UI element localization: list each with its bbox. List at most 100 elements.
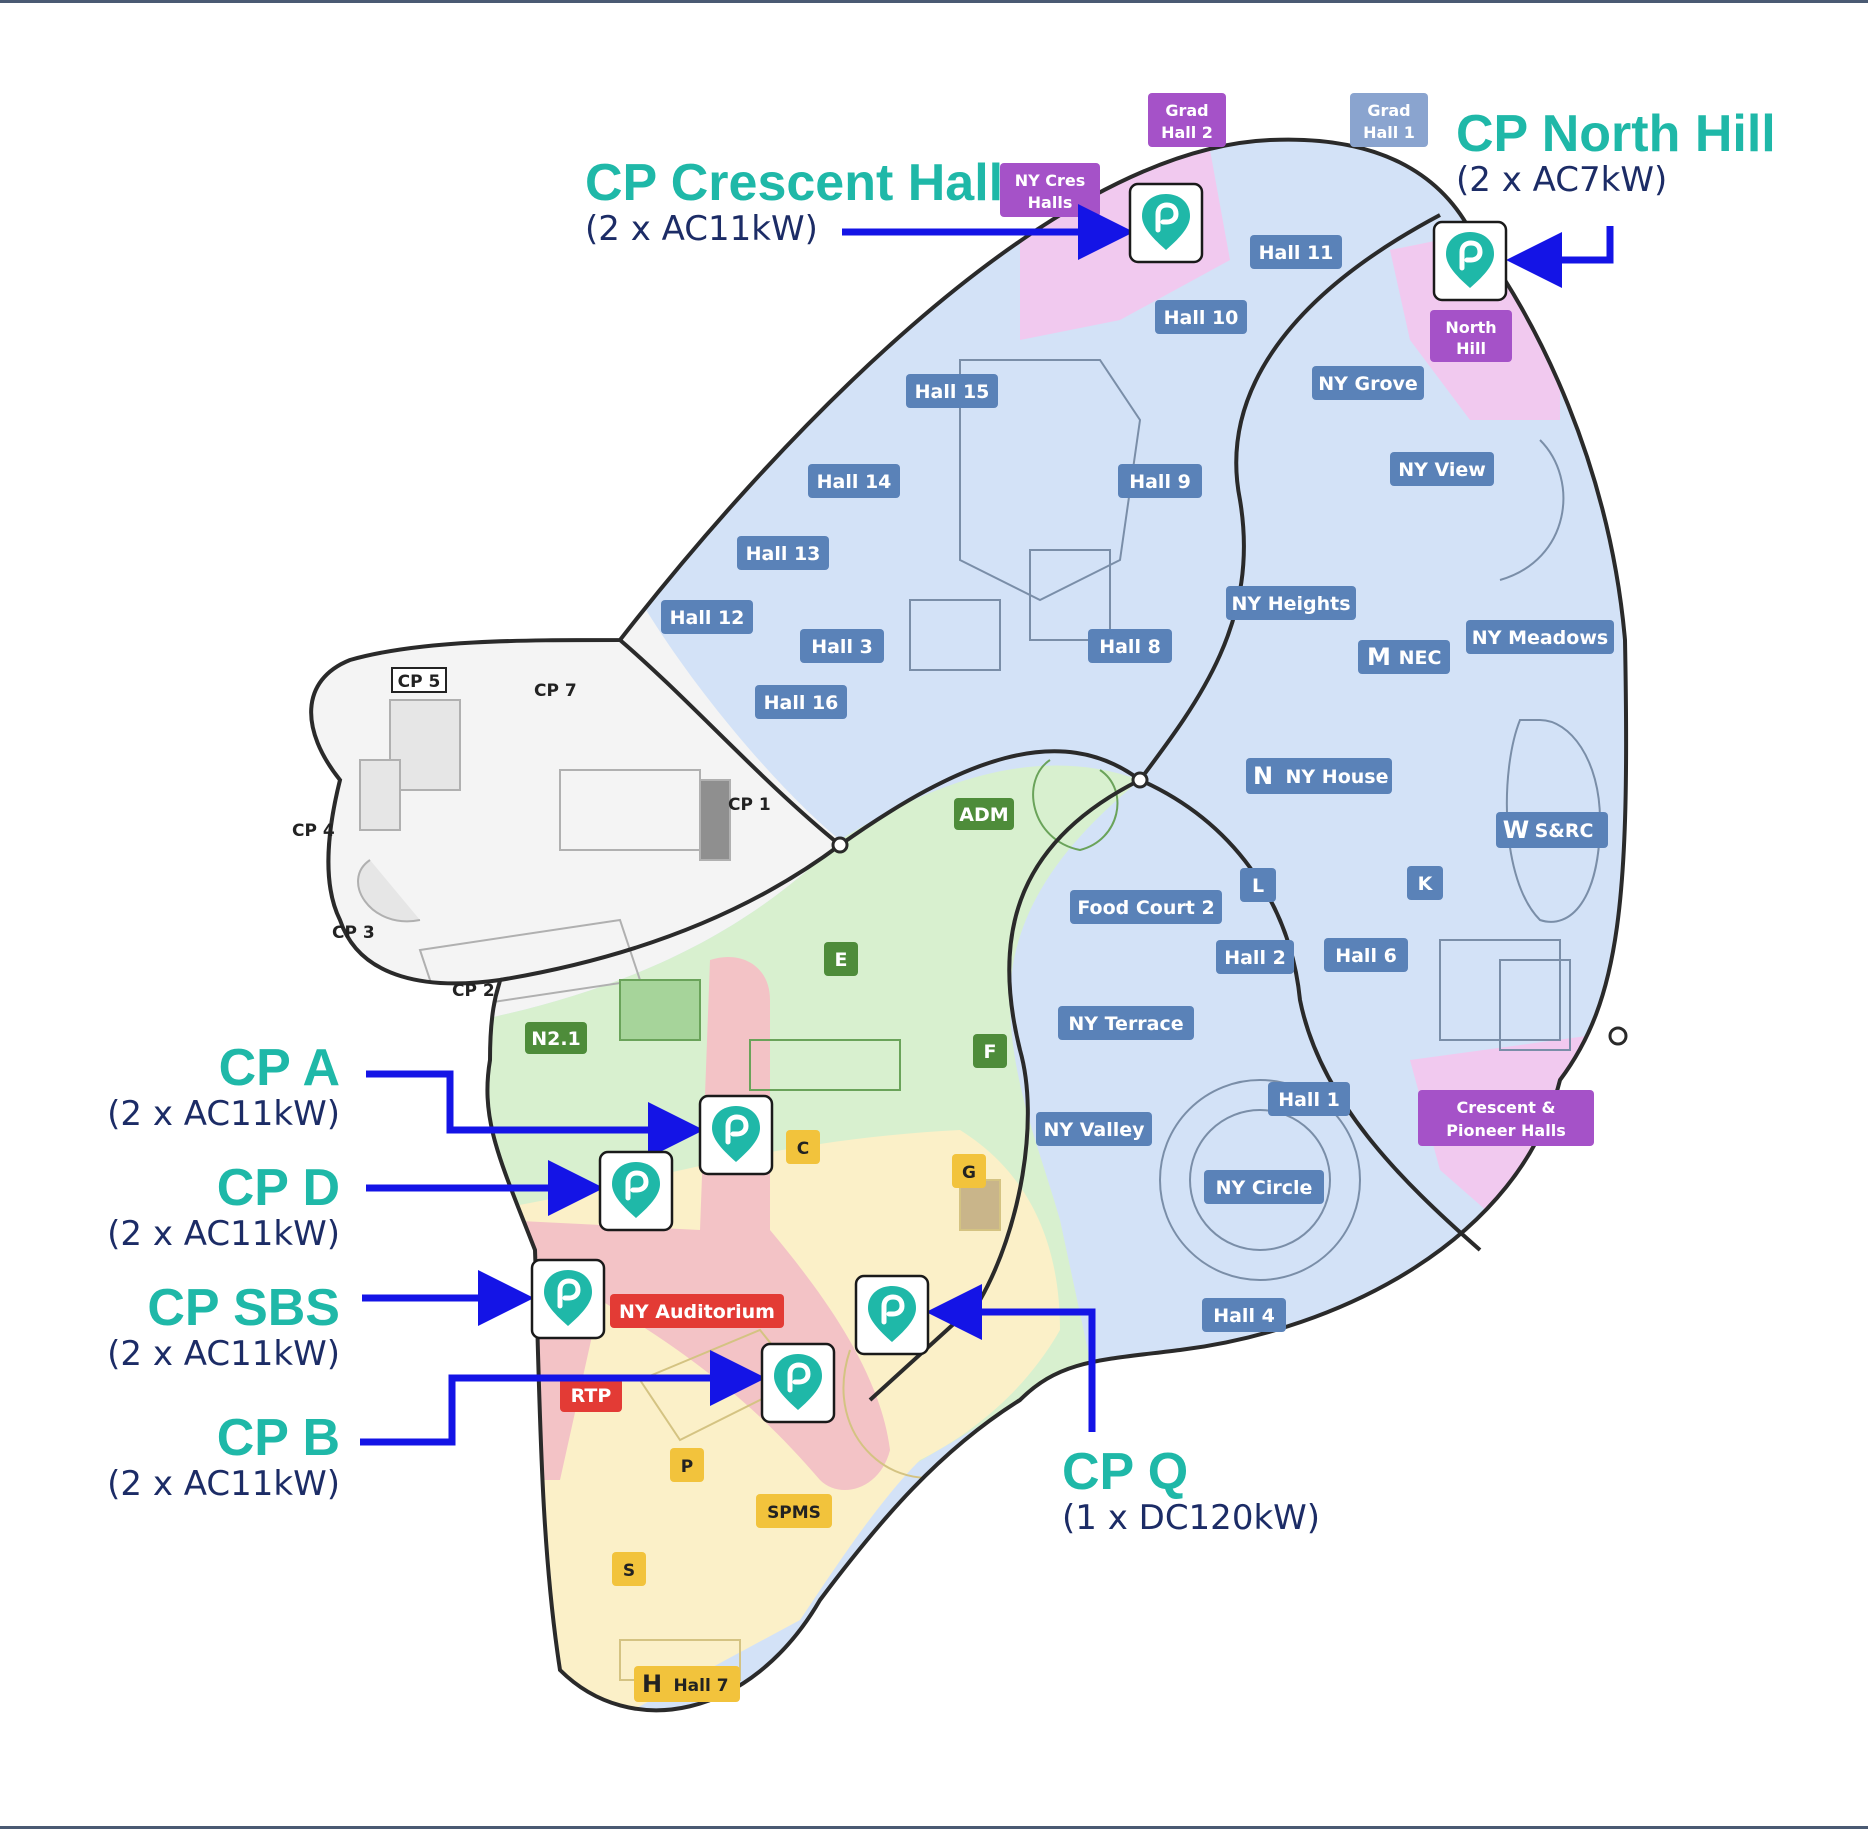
svg-text:P: P <box>681 1457 693 1477</box>
main-roads <box>499 213 1482 1402</box>
callout-arrows <box>360 204 1614 1446</box>
svg-text:G: G <box>962 1163 976 1183</box>
svg-text:CP 3: CP 3 <box>332 923 375 943</box>
svg-text:NY Cres: NY Cres <box>1015 171 1086 190</box>
svg-text:Food Court 2: Food Court 2 <box>1077 897 1214 919</box>
svg-text:Hall 1: Hall 1 <box>1278 1089 1340 1111</box>
arrow-cp-q <box>926 1284 1096 1432</box>
cp-spec: (2 x AC11kW) <box>107 1094 340 1134</box>
ev-charging-pin-icon-cp-q[interactable] <box>854 1274 930 1356</box>
ev-charging-pin-icon-cp-sbs[interactable] <box>530 1258 606 1340</box>
arrow-cp-a <box>366 1070 704 1158</box>
top-border <box>0 0 1868 3</box>
svg-text:ADM: ADM <box>959 804 1008 826</box>
bottom-border <box>0 1826 1868 1829</box>
svg-text:N2.1: N2.1 <box>531 1028 581 1050</box>
ev-charging-pin-icon-cp-d[interactable] <box>598 1150 674 1232</box>
svg-text:N: N <box>1253 762 1273 790</box>
svg-text:M: M <box>1367 643 1391 671</box>
svg-text:E: E <box>835 949 848 971</box>
ev-charging-pin-icon-cp-a[interactable] <box>698 1094 774 1176</box>
blue-labels: Hall 11 Hall 10 Hall 15 Hall 14 Hall 13 … <box>661 235 1614 1332</box>
svg-text:S&RC: S&RC <box>1535 820 1594 842</box>
svg-text:CP 4: CP 4 <box>292 821 335 841</box>
cp-name: CP A <box>218 1039 340 1097</box>
green-labels: ADM E F N2.1 <box>525 798 1014 1068</box>
svg-text:Hall 8: Hall 8 <box>1099 636 1161 658</box>
svg-text:SPMS: SPMS <box>767 1503 821 1523</box>
callout-cp-sbs: CP SBS (2 x AC11kW) <box>107 1282 340 1375</box>
callout-north-hill: CP North Hill (2 x AC7kW) <box>1456 108 1776 201</box>
svg-text:CP 1: CP 1 <box>728 795 771 815</box>
car-park-labels: CP 5 CP 7 CP 1 CP 4 CP 3 CP 2 <box>292 667 771 1001</box>
svg-text:NY Heights: NY Heights <box>1231 593 1350 615</box>
svg-text:Hall 12: Hall 12 <box>670 607 745 629</box>
svg-text:Hall 1: Hall 1 <box>1363 123 1415 142</box>
callout-cp-d: CP D (2 x AC11kW) <box>107 1162 340 1255</box>
svg-text:Crescent &: Crescent & <box>1457 1098 1556 1117</box>
svg-text:Hall 4: Hall 4 <box>1213 1305 1275 1327</box>
svg-text:Hall 3: Hall 3 <box>811 636 873 658</box>
svg-text:Halls: Halls <box>1028 193 1073 212</box>
svg-text:NY House: NY House <box>1286 766 1389 788</box>
svg-text:NY Auditorium: NY Auditorium <box>619 1301 775 1323</box>
red-labels: NY Auditorium RTP <box>560 1294 784 1412</box>
callout-cp-a: CP A <box>219 1042 340 1094</box>
svg-text:Pioneer Halls: Pioneer Halls <box>1446 1121 1565 1140</box>
callout-cp-q: CP Q (1 x DC120kW) <box>1062 1446 1320 1539</box>
svg-text:Hall 11: Hall 11 <box>1259 242 1334 264</box>
svg-text:H: H <box>642 1670 662 1698</box>
label-grad-hall-1: Grad Hall 1 <box>1350 93 1428 147</box>
svg-text:Grad: Grad <box>1165 101 1208 120</box>
charging-pins <box>530 182 1508 1424</box>
ev-charging-pin-icon-crescent-hall[interactable] <box>1128 182 1204 264</box>
svg-text:Hall 2: Hall 2 <box>1161 123 1213 142</box>
cp-spec: (2 x AC11kW) <box>107 1464 340 1504</box>
campus-boundary <box>309 137 1629 1713</box>
cp-name: CP North Hill <box>1456 105 1776 163</box>
svg-text:K: K <box>1418 873 1434 895</box>
svg-text:NEC: NEC <box>1399 647 1442 669</box>
arrow-north-hill <box>1506 226 1614 288</box>
svg-text:Hall 14: Hall 14 <box>817 471 892 493</box>
label-ny-cres-halls: NY Cres Halls <box>1000 163 1100 217</box>
svg-text:Hall 13: Hall 13 <box>746 543 821 565</box>
svg-text:Grad: Grad <box>1367 101 1410 120</box>
svg-text:Hall 15: Hall 15 <box>915 381 990 403</box>
svg-text:Hill: Hill <box>1456 339 1486 358</box>
road-junction-2 <box>831 836 849 854</box>
callout-cp-b: CP B (2 x AC11kW) <box>107 1412 340 1505</box>
svg-text:RTP: RTP <box>571 1385 612 1407</box>
cp-spec: (1 x DC120kW) <box>1062 1498 1321 1538</box>
svg-text:CP 5: CP 5 <box>398 672 441 692</box>
svg-text:NY Valley: NY Valley <box>1043 1119 1145 1141</box>
yellow-labels: C G P SPMS S H Hall 7 <box>612 1130 986 1702</box>
ev-charging-pin-icon-cp-b[interactable] <box>760 1342 836 1424</box>
cp-name: CP D <box>216 1159 340 1217</box>
svg-text:NY Grove: NY Grove <box>1318 373 1418 395</box>
label-north-hill: North Hill <box>1430 310 1512 362</box>
svg-text:S: S <box>623 1561 635 1581</box>
cp-name: CP B <box>216 1409 340 1467</box>
svg-text:CP 2: CP 2 <box>452 981 495 1001</box>
ev-charging-pin-icon-north-hill[interactable] <box>1432 220 1508 302</box>
svg-text:W: W <box>1503 816 1529 844</box>
cp-spec: (2 x AC11kW) <box>107 1214 340 1254</box>
label-grad-hall-2: Grad Hall 2 <box>1148 93 1226 147</box>
svg-text:F: F <box>984 1041 997 1063</box>
svg-text:NY View: NY View <box>1398 459 1486 481</box>
svg-text:Hall 16: Hall 16 <box>764 692 839 714</box>
cp-spec: (2 x AC11kW) <box>585 209 818 249</box>
svg-text:NY Terrace: NY Terrace <box>1068 1013 1183 1035</box>
svg-text:NY Circle: NY Circle <box>1216 1177 1313 1199</box>
green-buildings <box>619 759 1119 1091</box>
svg-text:Hall 9: Hall 9 <box>1129 471 1191 493</box>
callout-cp-a-spec: (2 x AC11kW) <box>107 1094 340 1135</box>
cp-name: CP SBS <box>147 1279 340 1337</box>
svg-text:Hall 7: Hall 7 <box>673 1676 728 1696</box>
svg-text:C: C <box>797 1139 809 1159</box>
svg-text:Hall 6: Hall 6 <box>1335 945 1397 967</box>
svg-text:L: L <box>1252 875 1264 897</box>
svg-text:CP 7: CP 7 <box>534 681 577 701</box>
